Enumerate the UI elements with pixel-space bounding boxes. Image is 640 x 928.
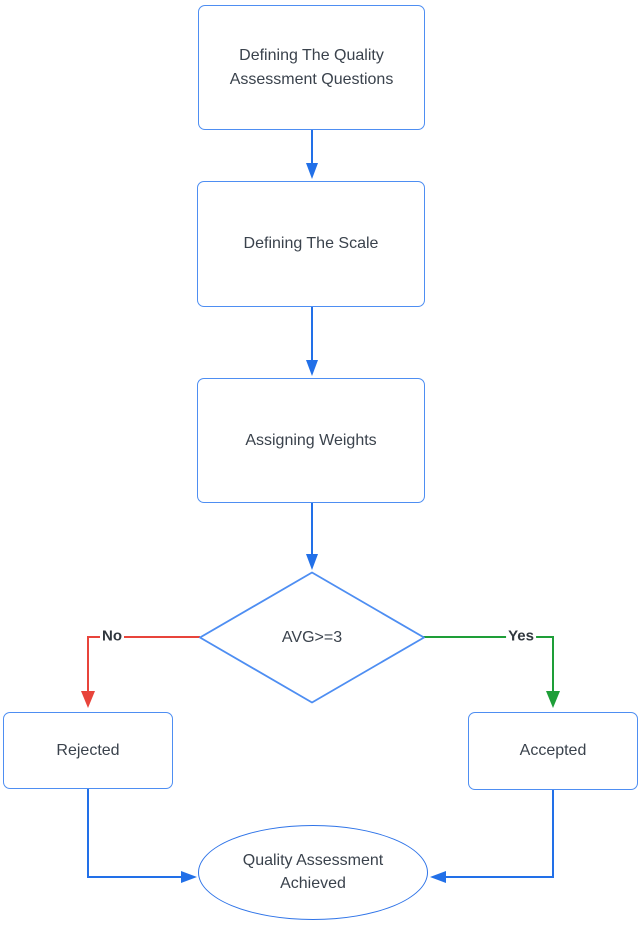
edge-rejected-to-achieved (87, 789, 197, 883)
node-decision: AVG>=3 (198, 571, 426, 704)
node-defining-scale-label: Defining The Scale (243, 235, 379, 253)
edge-decision-no-to-rejected (81, 636, 200, 708)
node-assigning-weights: Assigning Weights (197, 378, 425, 503)
edge-label-yes: Yes (506, 627, 536, 645)
node-defining-scale: Defining The Scale (197, 181, 425, 307)
node-rejected-label: Rejected (56, 741, 120, 759)
node-accepted-label: Accepted (519, 742, 587, 760)
edge-decision-yes-to-accepted (423, 636, 560, 708)
edge-label-no: No (100, 627, 124, 645)
edge-scale-to-weights (306, 307, 318, 376)
node-defining-questions: Defining The Quality Assessment Question… (198, 5, 425, 130)
edge-questions-to-scale (306, 130, 318, 179)
node-assigning-weights-label: Assigning Weights (245, 431, 377, 449)
node-accepted: Accepted (468, 712, 638, 790)
edge-accepted-to-achieved (430, 790, 554, 883)
node-defining-questions-label: Defining The Quality Assessment Question… (229, 47, 394, 88)
node-decision-label: AVG>=3 (281, 628, 343, 646)
decision-diamond-shape (199, 571, 425, 704)
node-achieved-label: Quality Assessment Achieved (242, 852, 384, 892)
edge-weights-to-decision (306, 503, 318, 570)
node-achieved: Quality Assessment Achieved (198, 825, 428, 920)
node-rejected: Rejected (3, 712, 173, 789)
